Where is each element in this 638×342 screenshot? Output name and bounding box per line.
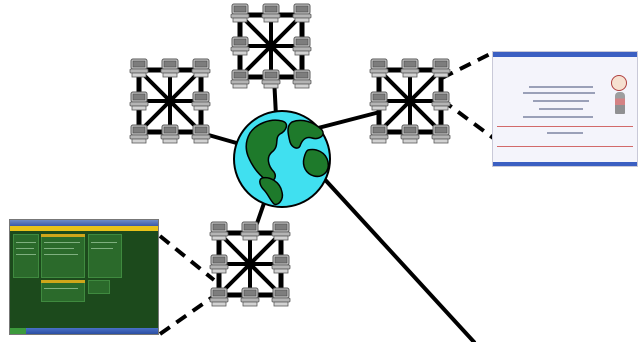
desktop-computer-icon — [262, 4, 280, 22]
text-line — [44, 288, 78, 289]
desktop-computer-icon — [401, 125, 419, 143]
callout-line — [160, 296, 214, 334]
desktop-computer-icon — [130, 125, 148, 143]
earth-globe-icon — [234, 111, 330, 207]
desktop-computer-icon — [293, 70, 311, 88]
panel-header — [41, 280, 85, 283]
content-panel — [41, 234, 85, 278]
status-bar — [493, 162, 637, 166]
text-line — [523, 116, 593, 118]
text-line — [16, 254, 36, 255]
desktop-computer-icon — [161, 59, 179, 77]
computer-network-icon — [370, 59, 450, 143]
desktop-computer-icon — [432, 59, 450, 77]
portrait-image — [615, 92, 625, 114]
desktop-computer-icon — [161, 125, 179, 143]
taskbar — [10, 328, 158, 334]
start-button — [10, 328, 26, 334]
desktop-computer-icon — [272, 288, 290, 306]
text-line — [533, 100, 589, 102]
text-line — [91, 248, 113, 249]
text-line — [523, 92, 595, 94]
website-screenshot — [492, 51, 638, 167]
text-line — [44, 254, 78, 255]
content-panel — [41, 280, 85, 302]
divider — [497, 146, 633, 147]
callout-line — [160, 236, 214, 280]
desktop-computer-icon — [401, 59, 419, 77]
desktop-computer-icon — [231, 4, 249, 22]
callout-line — [442, 100, 496, 140]
desktop-computer-icon — [432, 92, 450, 110]
desktop-computer-icon — [130, 92, 148, 110]
desktop-computer-icon — [192, 92, 210, 110]
desktop-computer-icon — [192, 125, 210, 143]
text-line — [44, 242, 80, 243]
network-link — [318, 172, 474, 342]
panel-header — [41, 234, 85, 237]
desktop-computer-icon — [210, 288, 228, 306]
emblem-icon — [611, 75, 627, 91]
side-panel — [13, 234, 39, 278]
desktop-computer-icon — [130, 59, 148, 77]
content-panel — [88, 280, 110, 294]
desktop-computer-icon — [370, 92, 388, 110]
divider — [497, 126, 633, 127]
text-line — [547, 132, 583, 134]
text-line — [91, 242, 117, 243]
text-line — [529, 86, 593, 88]
desktop-computer-icon — [370, 125, 388, 143]
desktop-computer-icon — [241, 222, 259, 240]
text-line — [539, 108, 583, 110]
screenshot-title-bar — [493, 52, 637, 57]
callout-line — [442, 52, 494, 78]
desktop-computer-icon — [262, 70, 280, 88]
desktop-computer-icon — [293, 4, 311, 22]
desktop-computer-icon — [231, 37, 249, 55]
desktop-computer-icon — [272, 222, 290, 240]
computer-network-icon — [210, 222, 290, 306]
computer-network-icon — [231, 4, 311, 88]
desktop-computer-icon — [241, 288, 259, 306]
desktop-computer-icon — [293, 37, 311, 55]
text-line — [44, 248, 74, 249]
application-screenshot — [9, 219, 159, 335]
desktop-computer-icon — [432, 125, 450, 143]
network-link — [318, 113, 376, 128]
menu-bar — [10, 226, 158, 231]
desktop-computer-icon — [370, 59, 388, 77]
content-panel — [88, 234, 122, 278]
text-line — [16, 248, 34, 249]
desktop-computer-icon — [272, 255, 290, 273]
desktop-computer-icon — [231, 70, 249, 88]
desktop-computer-icon — [210, 222, 228, 240]
desktop-computer-icon — [210, 255, 228, 273]
desktop-computer-icon — [192, 59, 210, 77]
text-line — [16, 242, 36, 243]
computer-network-icon — [130, 59, 210, 143]
